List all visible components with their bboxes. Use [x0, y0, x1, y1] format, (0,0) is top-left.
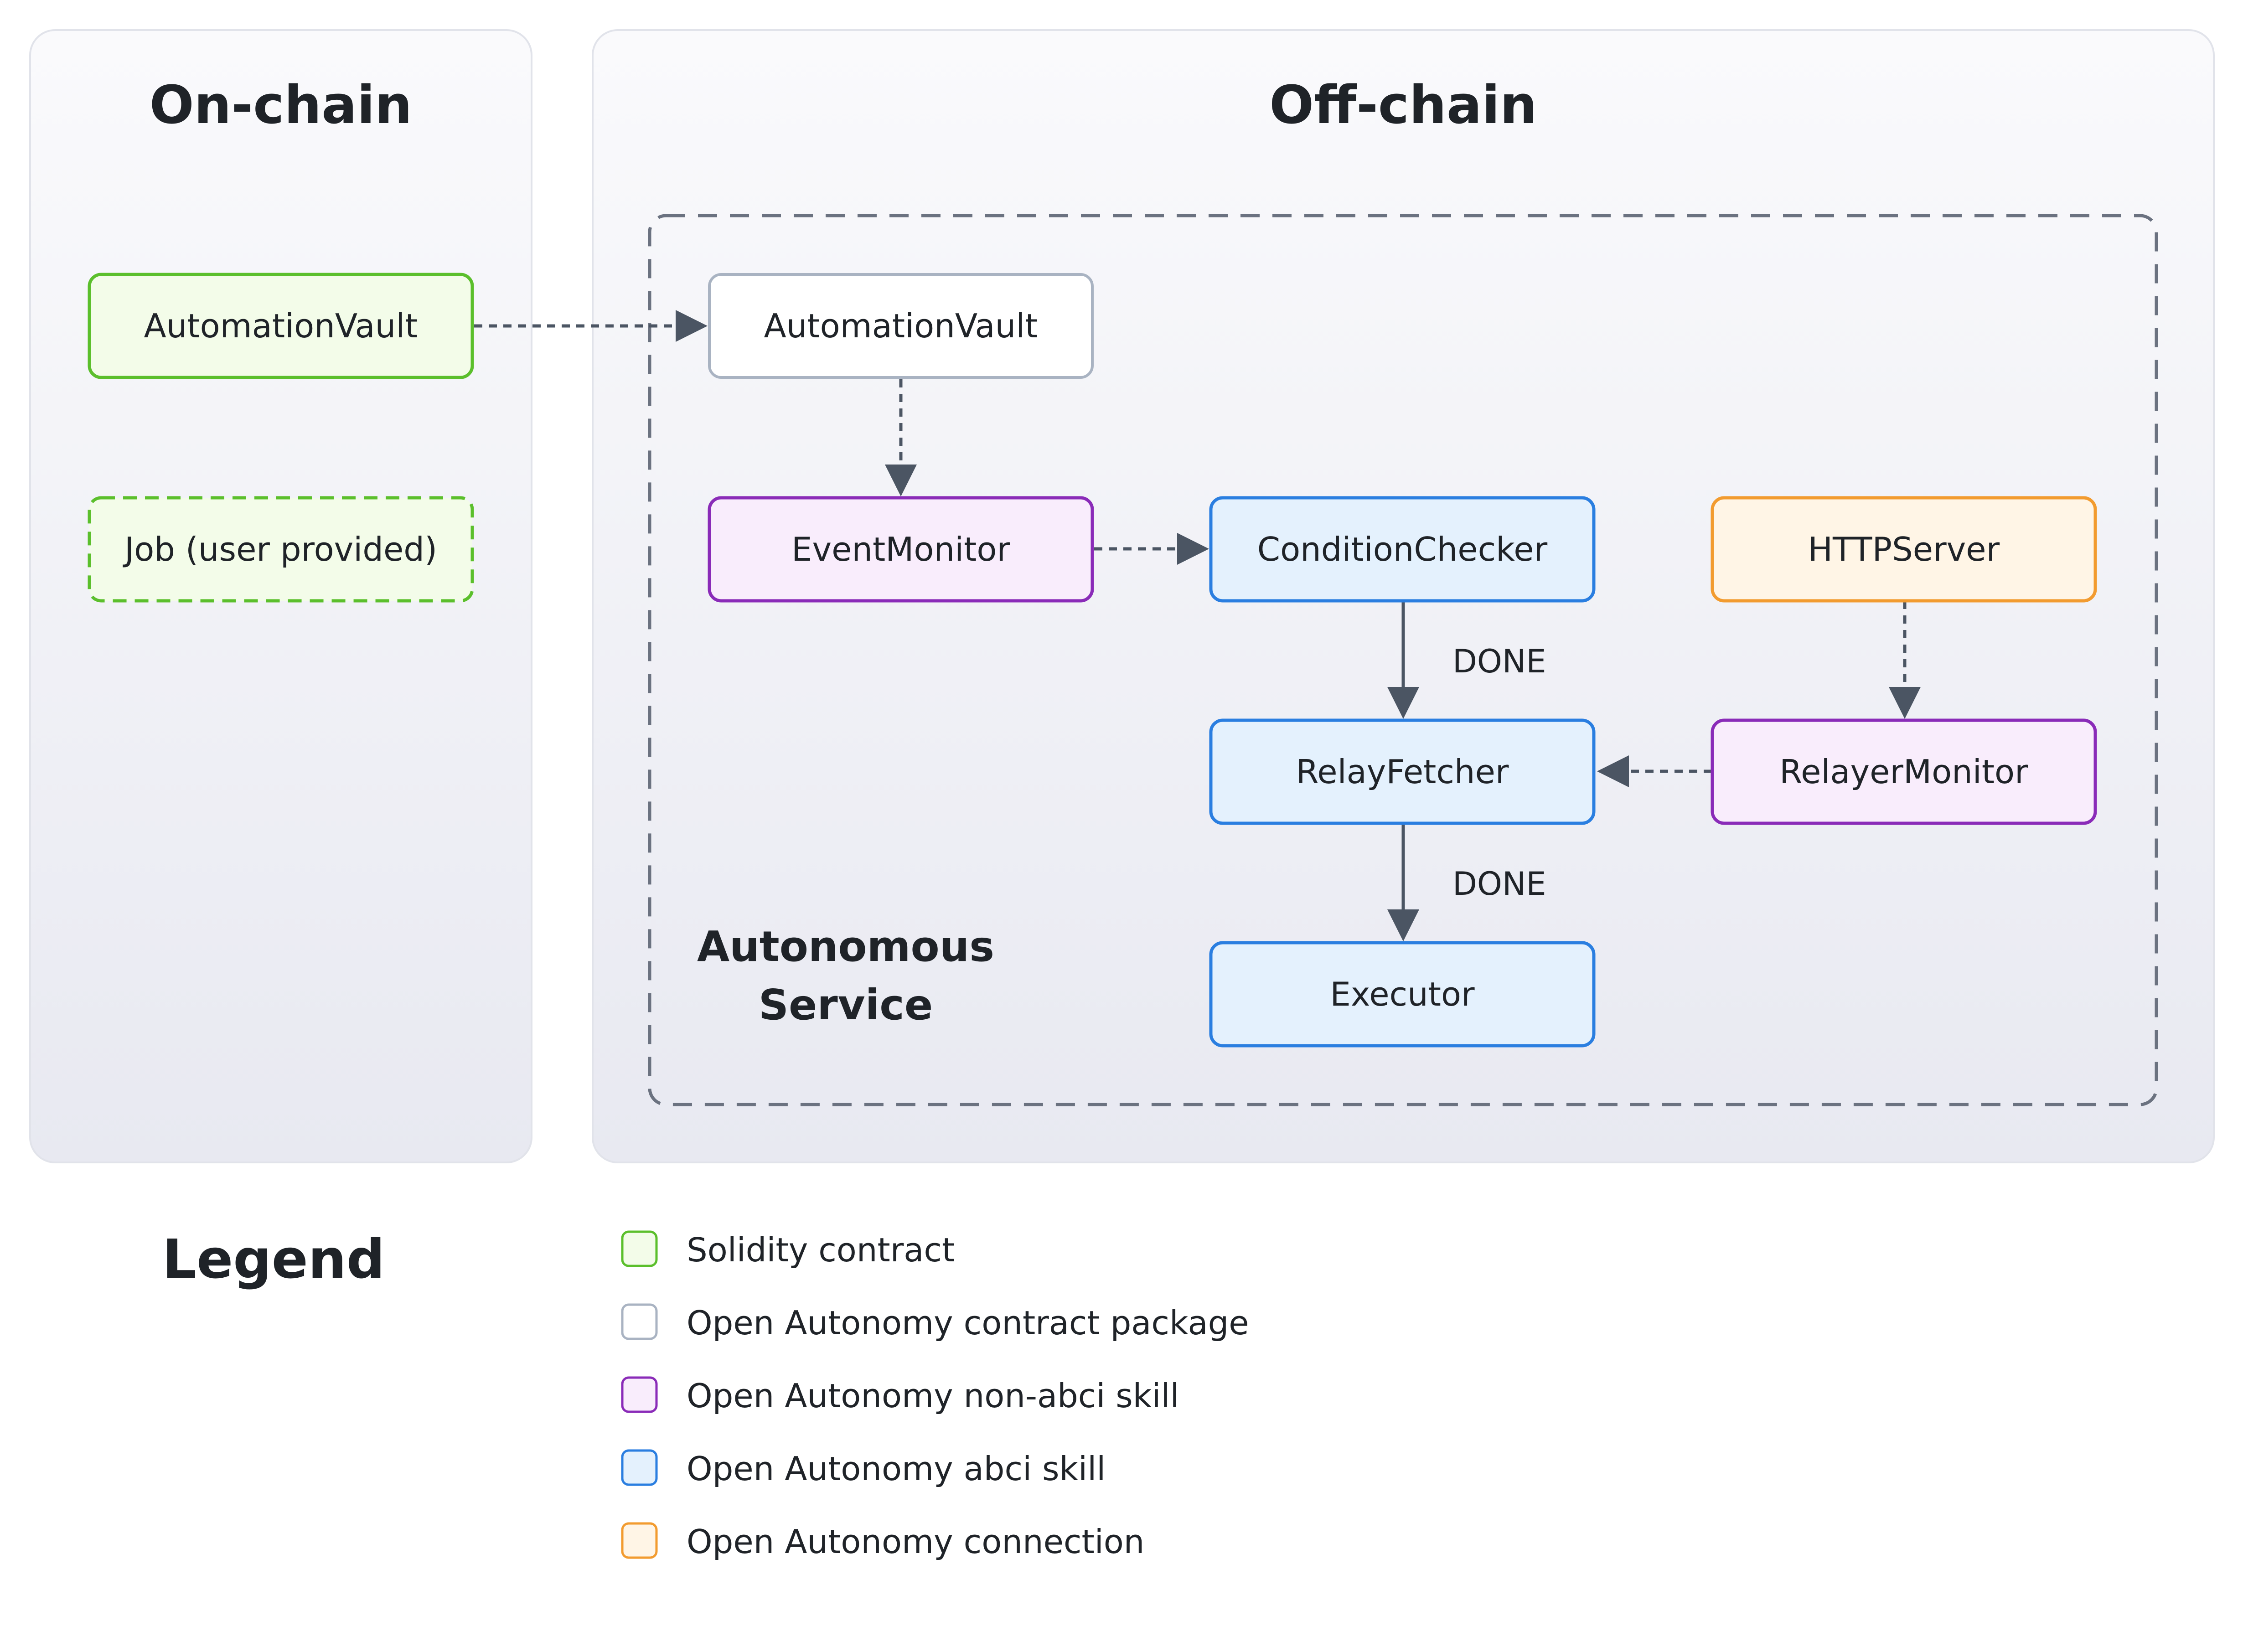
relay-fetcher-label: RelayFetcher [1296, 753, 1509, 791]
autonomous-service-label: Autonomous [697, 922, 994, 971]
condition-checker-box [1209, 496, 1596, 603]
edges [474, 310, 1921, 941]
legend-label: Open Autonomy non-abci skill [687, 1377, 1179, 1415]
node-http-server: HTTPServer [1711, 496, 2097, 603]
node-job: Job (user provided) [88, 496, 474, 603]
relayer-monitor-label: RelayerMonitor [1779, 753, 2028, 791]
onchain-vault-label: AutomationVault [144, 307, 418, 345]
node-relayer-monitor: RelayerMonitor [1711, 718, 2097, 825]
offchain-vault-box [708, 273, 1094, 379]
node-executor: Executor [1209, 941, 1596, 1048]
relayer-monitor-box [1711, 718, 2097, 825]
http-server-box [1711, 496, 2097, 603]
legend-item: Open Autonomy connection [621, 1522, 1144, 1561]
node-condition-checker: ConditionChecker [1209, 496, 1596, 603]
legend-item: Open Autonomy abci skill [621, 1449, 1106, 1488]
legend-label: Solidity contract [687, 1231, 955, 1269]
legend-title: Legend [162, 1228, 385, 1291]
legend-swatch-contract-package [621, 1303, 658, 1340]
job-label: Job (user provided) [123, 530, 437, 568]
legend-item: Solidity contract [621, 1230, 955, 1269]
event-monitor-label: EventMonitor [791, 530, 1010, 568]
job-box [88, 496, 474, 603]
legend-item: Open Autonomy non-abci skill [621, 1376, 1179, 1415]
legend-label: Open Autonomy connection [687, 1523, 1144, 1561]
edge-label-done-2: DONE [1452, 865, 1546, 903]
off-chain-title: Off-chain [1269, 75, 1537, 136]
legend-swatch-connection [621, 1522, 658, 1559]
condition-checker-label: ConditionChecker [1257, 530, 1548, 568]
legend-item: Open Autonomy contract package [621, 1303, 1249, 1342]
legend-swatch-solidity [621, 1230, 658, 1267]
node-event-monitor: EventMonitor [708, 496, 1094, 603]
autonomous-service-boundary [648, 214, 2158, 1106]
autonomous-service-label-line2: Service [759, 981, 933, 1029]
node-onchain-automation-vault: AutomationVault [88, 273, 474, 379]
executor-label: Executor [1330, 975, 1475, 1013]
node-offchain-automation-vault: AutomationVault [708, 273, 1094, 379]
node-relay-fetcher: RelayFetcher [1209, 718, 1596, 825]
offchain-vault-label: AutomationVault [764, 307, 1038, 345]
executor-box [1209, 941, 1596, 1048]
legend-label: Open Autonomy contract package [687, 1304, 1249, 1342]
http-server-label: HTTPServer [1808, 530, 2000, 568]
edge-label-done-1: DONE [1452, 643, 1546, 680]
onchain-vault-box [88, 273, 474, 379]
event-monitor-box [708, 496, 1094, 603]
legend-swatch-abci-skill [621, 1449, 658, 1486]
legend-swatch-non-abci-skill [621, 1376, 658, 1413]
on-chain-title: On-chain [150, 75, 412, 136]
legend-label: Open Autonomy abci skill [687, 1450, 1106, 1488]
relay-fetcher-box [1209, 718, 1596, 825]
